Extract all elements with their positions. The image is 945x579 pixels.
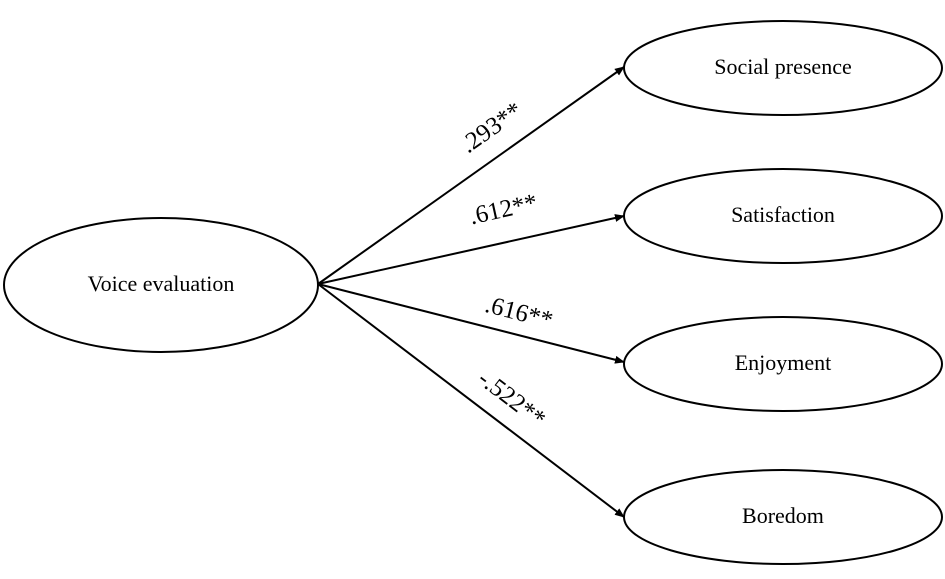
edge-enjoyment: .616** (317, 283, 625, 364)
node-label: Voice evaluation (88, 271, 235, 296)
node-label: Social presence (714, 54, 851, 79)
node-label: Boredom (742, 503, 824, 528)
node-voice-evaluation: Voice evaluation (3, 217, 319, 353)
node-label: Enjoyment (735, 350, 832, 375)
node-boredom: Boredom (623, 469, 943, 565)
node-enjoyment: Enjoyment (623, 316, 943, 412)
node-satisfaction: Satisfaction (623, 168, 943, 264)
edge-social-presence: .293** (317, 66, 625, 285)
edge-satisfaction: .612** (317, 189, 625, 285)
node-social-presence: Social presence (623, 20, 943, 116)
coefficient-label: -.522** (473, 365, 551, 433)
coefficient-label: .612** (467, 189, 540, 230)
edge-boredom: -.522** (317, 283, 625, 518)
coefficient-label: .293** (456, 97, 528, 159)
node-label: Satisfaction (731, 202, 835, 227)
